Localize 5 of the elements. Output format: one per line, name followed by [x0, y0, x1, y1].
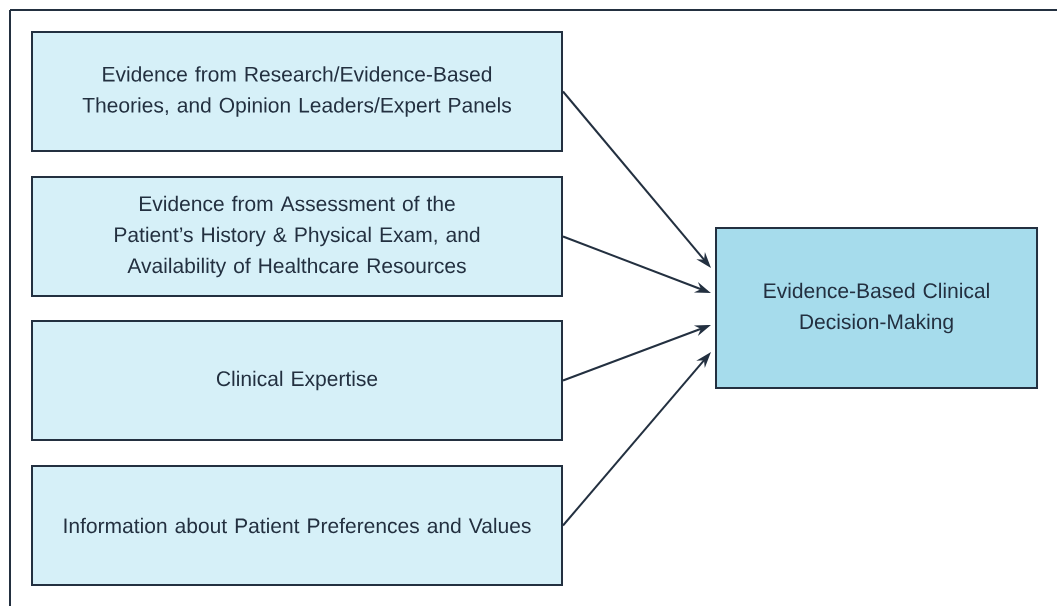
process-box: Evidence from Research/Evidence-Based Theories, and Opinion Leaders/Expert Panels	[31, 31, 563, 152]
outcome-box: Evidence-Based Clinical Decision-Making	[715, 227, 1038, 389]
process-box: Information about Patient Preferences and Values	[31, 465, 563, 586]
process-box: Clinical Expertise	[31, 320, 563, 441]
process-box: Evidence from Assessment of the Patient’s History & Physical Exam, and Availability of Healthcare Resources	[31, 176, 563, 297]
